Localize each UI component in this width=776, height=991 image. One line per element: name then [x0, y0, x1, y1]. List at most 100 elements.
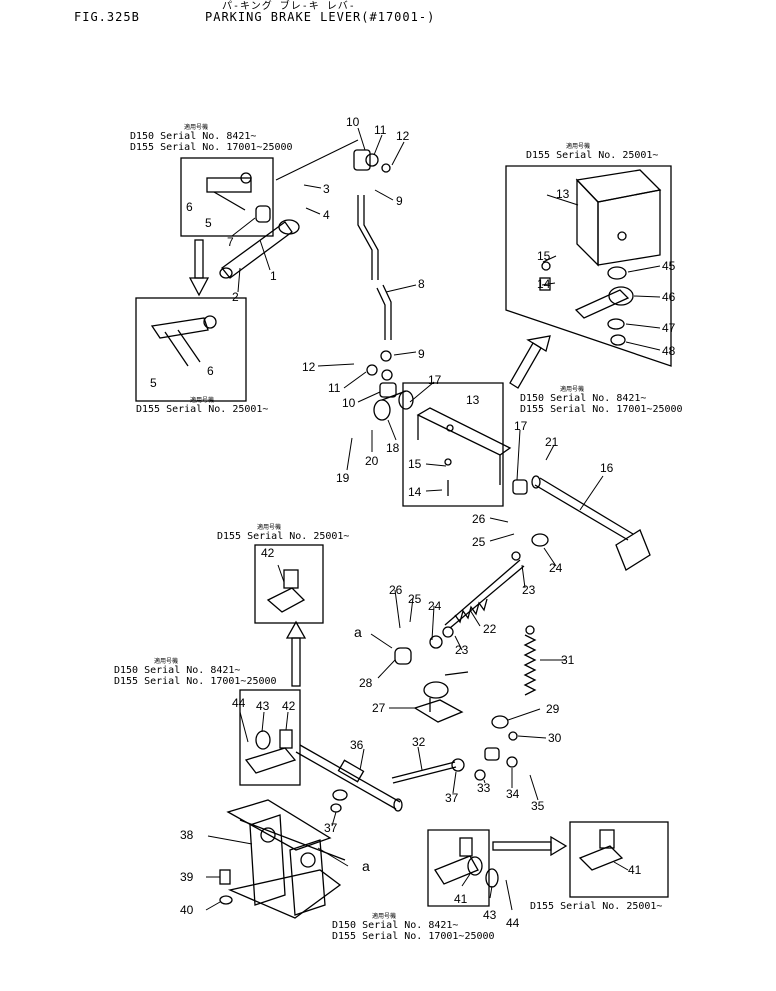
callout-40: 40 [180, 903, 194, 917]
callout-26-lower: 26 [389, 583, 403, 597]
cross-shaft-36 [295, 744, 403, 812]
parking-lever [219, 219, 300, 279]
callout-28: 28 [359, 676, 373, 690]
lever-27 [394, 647, 518, 741]
callout-38: 38 [180, 828, 194, 842]
return-spring-31 [523, 625, 537, 696]
bolt-32 [391, 747, 518, 784]
support-stand-38 [226, 789, 348, 919]
callout-44-lower: 44 [506, 916, 520, 930]
callout-9: 9 [396, 194, 403, 208]
callout-43: 43 [256, 699, 270, 713]
callout-a-upper: a [354, 624, 362, 640]
callout-29: 29 [546, 702, 560, 716]
callout-7: 7 [227, 235, 234, 249]
callout-21: 21 [545, 435, 559, 449]
callout-9-lower: 9 [418, 347, 425, 361]
callout-2: 2 [232, 290, 239, 304]
callout-12: 12 [396, 129, 410, 143]
callout-17: 17 [428, 373, 442, 387]
callout-31: 31 [561, 653, 575, 667]
callout-26: 26 [472, 512, 486, 526]
callout-36: 36 [350, 738, 364, 752]
bracket-13-top-right [539, 169, 662, 346]
serial-note-bottom-center: 適用号機 D150 Serial No. 8421~ D155 Serial N… [332, 913, 495, 942]
callout-23: 23 [522, 583, 536, 597]
serial-note-lower-left: 適用号機 D150 Serial No. 8421~ D155 Serial N… [114, 658, 277, 687]
pin-bracket-top [206, 172, 252, 211]
callout-24: 24 [549, 561, 563, 575]
callout-13-top-right: 13 [556, 187, 570, 201]
callout-39: 39 [180, 870, 194, 884]
callout-16: 16 [600, 461, 614, 475]
callout-5: 5 [205, 216, 212, 230]
callout-25-lower: 25 [408, 592, 422, 606]
clevis-17 [373, 390, 414, 421]
callout-46: 46 [662, 290, 676, 304]
callout-15-top-right: 15 [537, 249, 551, 263]
callout-13-center: 13 [466, 393, 480, 407]
callout-24-lower: 24 [428, 599, 442, 613]
bolt-39 [219, 869, 231, 885]
callout-41: 41 [454, 892, 468, 906]
callout-43-lower: 43 [483, 908, 497, 922]
callout-10-lower: 10 [342, 396, 356, 410]
bracket-13-center [416, 407, 512, 496]
callout-42-inset: 42 [261, 546, 275, 560]
control-rod-8 [357, 195, 392, 340]
callout-19: 19 [336, 471, 350, 485]
hatched-arrow-right [492, 835, 568, 857]
callout-12-lower: 12 [302, 360, 316, 374]
callout-5-lower: 5 [150, 376, 157, 390]
callout-3: 3 [323, 182, 330, 196]
rod-end-lower [366, 350, 397, 398]
callout-35: 35 [531, 799, 545, 813]
serial-note-right-middle: 適用号機 D150 Serial No. 8421~ D155 Serial N… [520, 386, 683, 415]
callout-32: 32 [412, 735, 426, 749]
callout-1: 1 [270, 269, 277, 283]
pin-bracket-lower [150, 315, 217, 367]
title-japanese: パ-キング ブレ-キ レバ- [222, 1, 356, 12]
serial-note-left: 適用号機 D155 Serial No. 25001~ [136, 397, 269, 415]
callout-22: 22 [483, 622, 497, 636]
collar-7 [255, 205, 271, 223]
inset-box-left [135, 297, 247, 402]
callout-33: 33 [477, 781, 491, 795]
figure-number: FIG.325B [74, 10, 140, 24]
callout-37: 37 [445, 791, 459, 805]
inset-box-bottom-center [427, 829, 490, 907]
rod-end-top [353, 149, 391, 173]
callout-34: 34 [506, 787, 520, 801]
callout-8: 8 [418, 277, 425, 291]
callout-10: 10 [346, 115, 360, 129]
lever-41-inset [578, 829, 624, 871]
inset-box-center [402, 382, 504, 507]
callout-48: 48 [662, 344, 676, 358]
hatched-arrow-down [188, 239, 210, 297]
callout-27: 27 [372, 701, 386, 715]
callout-25: 25 [472, 535, 486, 549]
inset-box-top-left [180, 157, 274, 237]
callout-37-lower: 37 [324, 821, 338, 835]
callout-17-right: 17 [514, 419, 528, 433]
hatched-arrow-up-right [509, 335, 551, 389]
hatched-arrow-up [285, 620, 307, 687]
shaft-16 [512, 475, 651, 571]
callout-11: 11 [374, 123, 387, 137]
callout-15-center: 15 [408, 457, 422, 471]
serial-note-top-left: 適用号機 D150 Serial No. 8421~ D155 Serial N… [130, 124, 293, 153]
callout-20: 20 [365, 454, 379, 468]
inset-box-middle-left [254, 544, 324, 624]
callout-30: 30 [548, 731, 562, 745]
callout-4: 4 [323, 208, 330, 222]
callout-42: 42 [282, 699, 296, 713]
callout-a-lower: a [362, 858, 370, 874]
lever-42-inset [266, 569, 306, 613]
callout-41-inset: 41 [628, 863, 642, 877]
serial-note-middle-left: 適用号機 D155 Serial No. 25001~ [217, 524, 350, 542]
callout-18: 18 [386, 441, 400, 455]
callout-44: 44 [232, 696, 246, 710]
callout-11-lower: 11 [328, 381, 341, 395]
